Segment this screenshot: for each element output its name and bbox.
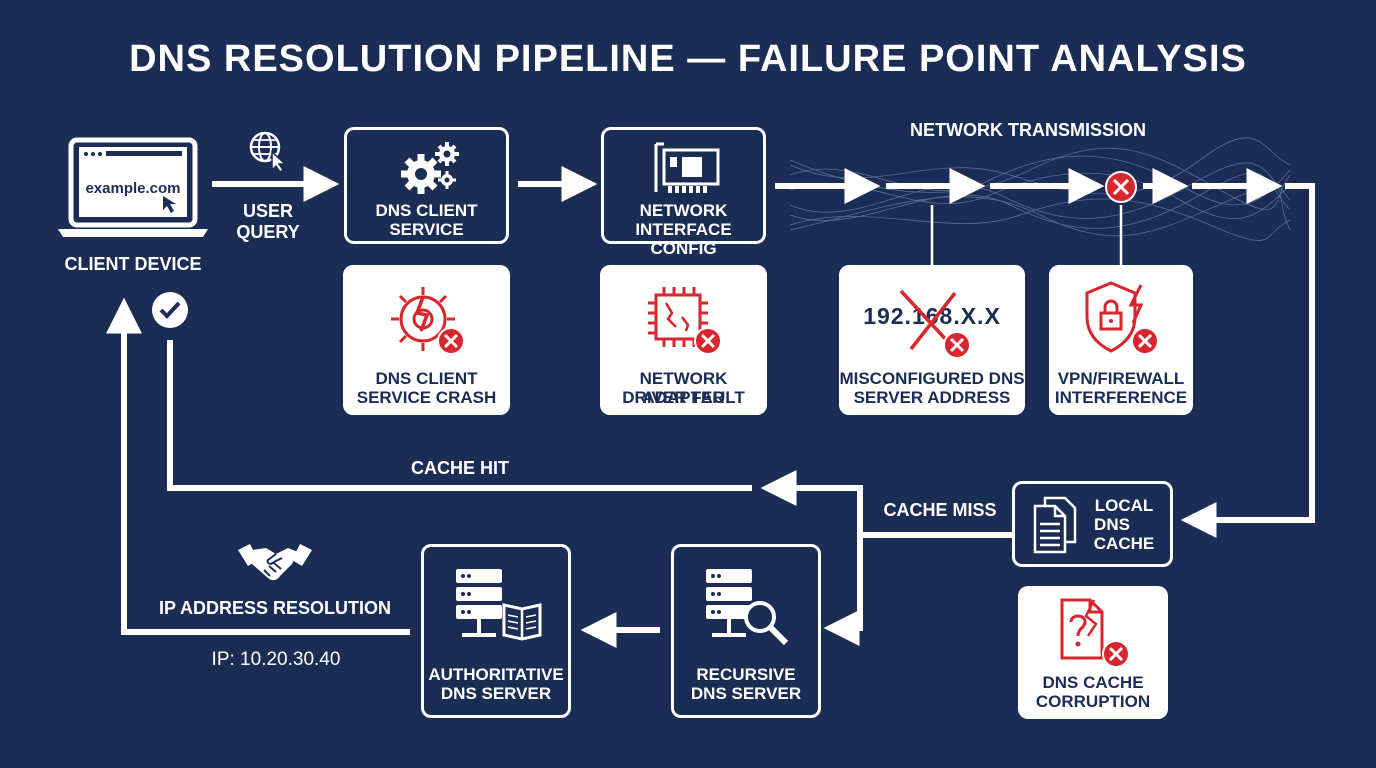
network-wave — [789, 137, 1291, 241]
page-title: DNS RESOLUTION PIPELINE — FAILURE POINT … — [129, 38, 1247, 80]
authoritative-label-2: DNS SERVER — [440, 684, 552, 703]
strike-icon — [899, 289, 971, 359]
documents-icon — [1033, 496, 1077, 554]
fault-adapter-driver[interactable]: NETWORK ADAPTER DRIVER FAULT — [600, 265, 767, 415]
fault-adapter-driver-label-2: DRIVER FAULT — [622, 388, 745, 407]
broken-gear-icon — [391, 287, 465, 355]
recursive-label-2: DNS SERVER — [690, 684, 802, 703]
cache-hit-return — [167, 340, 752, 491]
fault-dns-client-crash-label-1: DNS CLIENT — [375, 369, 478, 388]
authoritative-label-1: AUTHORITATIVE — [428, 665, 564, 684]
dns-client-service-label-1: DNS CLIENT — [375, 201, 478, 220]
globe-cursor-icon — [249, 131, 287, 172]
network-interface-node[interactable]: NETWORK INTERFACE CONFIG — [601, 127, 766, 258]
local-cache-label-1: LOCAL — [1094, 496, 1154, 515]
screen-url: example.com — [85, 180, 181, 197]
network-transmission-label: NETWORK TRANSMISSION — [910, 120, 1146, 140]
fault-misconfigured-label-1: MISCONFIGURED DNS — [839, 369, 1025, 388]
ip-value-label: IP: 10.20.30.40 — [211, 649, 341, 670]
network-card-icon — [654, 142, 720, 193]
dns-client-service-node[interactable]: DNS CLIENT SERVICE — [344, 127, 509, 244]
fault-adapter-driver-label-1: NETWORK ADAPTER — [639, 369, 728, 407]
fault-vpn-firewall-label-1: VPN/FIREWALL — [1057, 369, 1185, 388]
fault-vpn-firewall-label-2: INTERFERENCE — [1054, 388, 1188, 407]
server-book-icon — [456, 569, 542, 641]
chip-fault-icon — [648, 287, 722, 355]
to-cache-line — [1180, 183, 1315, 538]
cache-hit-line — [760, 470, 1012, 538]
fault-dns-client-crash-label-2: SERVICE CRASH — [356, 388, 497, 407]
checkmark-icon — [152, 292, 188, 328]
laptop-icon — [58, 137, 208, 237]
dns-client-service-label-2: SERVICE — [389, 220, 464, 239]
client-device-label: CLIENT DEVICE — [64, 254, 202, 274]
cache-hit-label: CACHE HIT — [411, 458, 509, 478]
fault-dns-client-crash[interactable]: DNS CLIENT SERVICE CRASH — [343, 265, 510, 415]
authoritative-dns-node[interactable]: AUTHORITATIVE DNS SERVER — [421, 544, 571, 718]
fault-cache-corruption[interactable]: DNS CACHE CORRUPTION — [1018, 586, 1168, 719]
server-magnifier-icon — [706, 569, 789, 646]
fault-misconfigured-dns[interactable]: 192.168.X.X MISCONFIGURED DNS SERVER ADD… — [839, 265, 1025, 415]
user-query-label-1: USER — [242, 201, 293, 221]
network-interface-label-2: INTERFACE CONFIG — [635, 220, 732, 258]
resolution-line — [106, 297, 410, 635]
fault-misconfigured-label-2: SERVER ADDRESS — [853, 388, 1011, 407]
fault-cache-corruption-label-2: CORRUPTION — [1035, 692, 1151, 711]
local-dns-cache-node[interactable]: LOCAL DNS CACHE — [1012, 481, 1173, 567]
gears-icon — [401, 142, 459, 194]
local-cache-label-3: CACHE — [1093, 534, 1155, 553]
shield-lock-icon — [1085, 281, 1159, 355]
network-error-icon — [1105, 171, 1137, 203]
recursive-dns-node[interactable]: RECURSIVE DNS SERVER — [671, 544, 821, 718]
recursive-label-1: RECURSIVE — [696, 665, 796, 684]
user-query-label-2: QUERY — [236, 222, 300, 242]
local-cache-label-2: DNS — [1094, 515, 1130, 534]
cache-miss-line — [823, 535, 863, 646]
cache-miss-label: CACHE MISS — [883, 500, 997, 520]
ip-resolution-label: IP ADDRESS RESOLUTION — [158, 598, 392, 618]
broken-document-icon — [1060, 598, 1130, 668]
network-interface-label-1: NETWORK — [639, 201, 728, 220]
fault-cache-corruption-label-1: DNS CACHE — [1042, 673, 1144, 692]
handshake-icon — [238, 544, 312, 581]
fault-vpn-firewall[interactable]: VPN/FIREWALL INTERFERENCE — [1049, 265, 1193, 415]
flow-arrows — [212, 166, 1283, 204]
